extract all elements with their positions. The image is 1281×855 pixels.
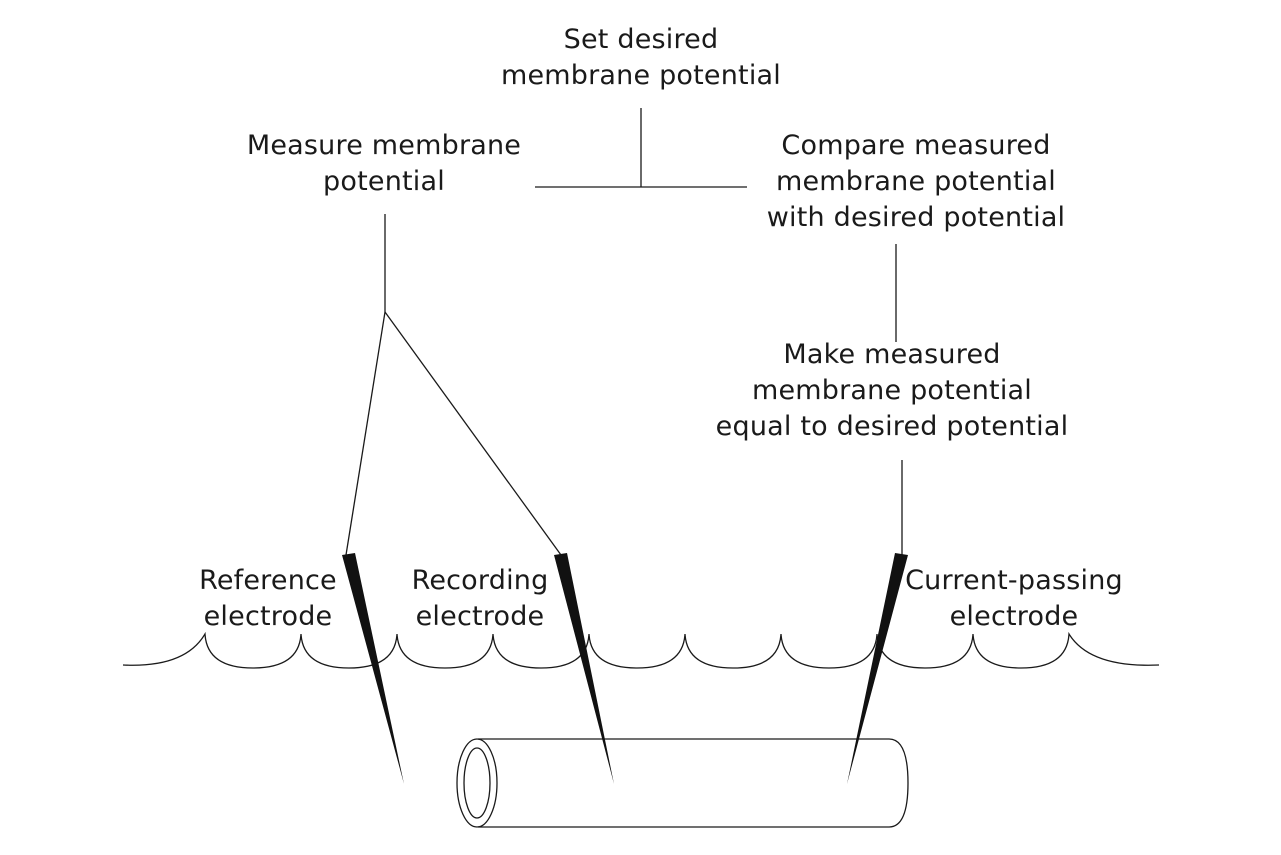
cell-cylinder [456,738,909,828]
wire-recording [384,311,562,556]
wire-reference [345,311,386,556]
reference-electrode-shape [342,553,404,784]
label-compare: Compare measured membrane potential with… [766,130,1066,233]
label-make-equal: Make measured membrane potential equal t… [715,339,1069,442]
label-measure: Measure membrane potential [246,130,522,197]
label-recording-electrode: Recording electrode [411,565,549,632]
label-current-passing-electrode: Current-passing electrode [905,565,1123,632]
label-set-desired: Set desired membrane potential [500,24,781,91]
current-passing-electrode-shape [847,553,908,784]
recording-electrode-shape [554,553,614,784]
label-reference-electrode: Reference electrode [199,565,337,632]
bath-surface [122,631,1160,669]
